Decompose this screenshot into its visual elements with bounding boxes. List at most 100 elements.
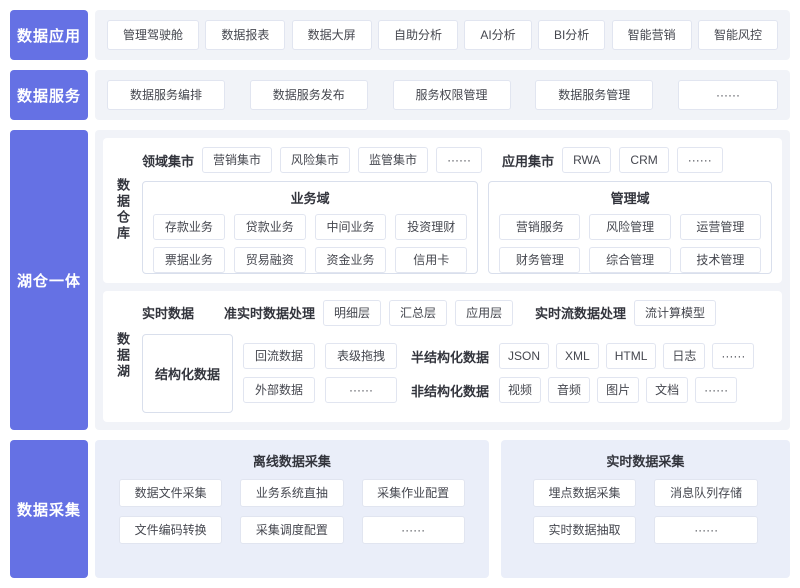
unstructured-item: 视频 xyxy=(499,377,542,404)
data-service-band: 数据服务 数据服务编排 数据服务发布 服务权限管理 数据服务管理 ······ xyxy=(10,70,790,120)
domain-market-label: 领域集市 xyxy=(142,153,195,169)
offline-item: 采集调度配置 xyxy=(240,516,344,544)
lakehouse-band: 湖仓一体 数据仓库 领域集市 营销集市 风险集市 监管集市 ······ 应用集… xyxy=(10,130,790,430)
management-domain-box: 管理域 营销服务 风险管理 运营管理 财务管理 综合管理 技术管理 xyxy=(488,181,772,274)
service-item-ellipsis: ······ xyxy=(678,80,778,110)
offline-collection-title: 离线数据采集 xyxy=(252,454,331,469)
realtime-collection-grid: 埋点数据采集 消息队列存储 实时数据抽取 ······ xyxy=(515,479,776,544)
business-item: 资金业务 xyxy=(314,247,387,273)
app-item: BI分析 xyxy=(537,20,606,50)
realtime-item-ellipsis: ······ xyxy=(654,516,758,544)
domain-market-item: 风险集市 xyxy=(280,147,351,173)
structured-data-grid: 回流数据 表级拖拽 外部数据 ······ xyxy=(243,334,398,413)
service-item: 数据服务编排 xyxy=(107,80,226,110)
semi-item: JSON xyxy=(499,343,550,370)
near-realtime-processing-label: 准实时数据处理 xyxy=(224,306,316,322)
offline-collection-grid: 数据文件采集 业务系统直抽 采集作业配置 文件编码转换 采集调度配置 ·····… xyxy=(109,479,475,544)
realtime-collection-panel: 实时数据采集 埋点数据采集 消息队列存储 实时数据抽取 ······ xyxy=(500,440,790,578)
band-label-data-collection: 数据采集 xyxy=(10,440,88,578)
layer-item: 应用层 xyxy=(455,299,514,326)
domain-market-item: 监管集市 xyxy=(358,147,429,173)
management-item: 技术管理 xyxy=(679,247,761,273)
layer-item: 明细层 xyxy=(323,299,382,326)
unstructured-row: 非结构化数据 视频 音频 图片 文档 ······ xyxy=(411,377,772,404)
app-item: 自助分析 xyxy=(377,20,458,50)
offline-item: 文件编码转换 xyxy=(119,516,223,544)
layer-item: 汇总层 xyxy=(389,299,448,326)
realtime-collection-title: 实时数据采集 xyxy=(606,454,685,469)
app-market-item-ellipsis: ······ xyxy=(676,147,723,173)
business-domain-box: 业务域 存款业务 贷款业务 中间业务 投资理财 票据业务 贸易融资 资金业务 信… xyxy=(142,181,479,274)
lake-vertical-label: 数据湖 xyxy=(113,300,132,413)
data-service-items: 数据服务编排 数据服务发布 服务权限管理 数据服务管理 ······ xyxy=(95,70,790,120)
app-item: 数据大屏 xyxy=(291,20,372,50)
service-item: 服务权限管理 xyxy=(392,80,511,110)
business-item: 贸易融资 xyxy=(233,247,306,273)
management-item: 财务管理 xyxy=(499,247,581,273)
semi-item: 日志 xyxy=(663,343,706,370)
stream-processing-label: 实时流数据处理 xyxy=(534,306,626,322)
management-item: 运营管理 xyxy=(679,214,761,240)
offline-item: 采集作业配置 xyxy=(361,479,465,507)
realtime-item: 消息队列存储 xyxy=(654,479,758,507)
structured-item: 回流数据 xyxy=(243,343,316,370)
management-item: 综合管理 xyxy=(589,247,671,273)
business-item: 贷款业务 xyxy=(233,214,306,240)
lake-label-text: 数据湖 xyxy=(115,332,130,381)
domain-market-item-ellipsis: ······ xyxy=(436,147,483,173)
business-item: 中间业务 xyxy=(314,214,387,240)
data-application-items: 管理驾驶舱 数据报表 数据大屏 自助分析 AI分析 BI分析 智能营销 智能风控 xyxy=(95,10,790,60)
unstructured-item-ellipsis: ······ xyxy=(695,377,738,404)
lake-data-types-row: 结构化数据 回流数据 表级拖拽 外部数据 ······ 半结构化数据 xyxy=(142,333,772,413)
service-item: 数据服务发布 xyxy=(249,80,368,110)
lakehouse-body: 数据仓库 领域集市 营销集市 风险集市 监管集市 ······ 应用集市 RWA… xyxy=(95,130,790,430)
data-collection-body: 离线数据采集 数据文件采集 业务系统直抽 采集作业配置 文件编码转换 采集调度配… xyxy=(95,440,790,578)
app-market-item: RWA xyxy=(562,147,612,173)
unstructured-label: 非结构化数据 xyxy=(411,383,490,399)
semi-structured-row: 半结构化数据 JSON XML HTML 日志 ······ xyxy=(411,343,772,370)
business-item: 票据业务 xyxy=(153,247,225,273)
app-item: 智能风控 xyxy=(697,20,778,50)
structured-item-ellipsis: ······ xyxy=(325,377,398,404)
lake-content: 实时数据 准实时数据处理 明细层 汇总层 应用层 实时流数据处理 流计算模型 结… xyxy=(142,299,772,413)
offline-collection-panel: 离线数据采集 数据文件采集 业务系统直抽 采集作业配置 文件编码转换 采集调度配… xyxy=(95,440,489,578)
market-row: 领域集市 营销集市 风险集市 监管集市 ······ 应用集市 RWA CRM … xyxy=(142,147,772,173)
data-collection-band: 数据采集 离线数据采集 数据文件采集 业务系统直抽 采集作业配置 文件编码转换 … xyxy=(10,440,790,578)
band-label-data-service: 数据服务 xyxy=(10,70,88,120)
service-item: 数据服务管理 xyxy=(535,80,654,110)
business-item: 投资理财 xyxy=(395,214,468,240)
structured-item: 外部数据 xyxy=(243,377,316,404)
business-item: 存款业务 xyxy=(153,214,225,240)
stream-model-item: 流计算模型 xyxy=(633,299,716,326)
semi-item-ellipsis: ······ xyxy=(712,343,755,370)
management-domain-grid: 营销服务 风险管理 运营管理 财务管理 综合管理 技术管理 xyxy=(499,214,761,273)
app-market-item: CRM xyxy=(619,147,669,173)
band-label-lakehouse: 湖仓一体 xyxy=(10,130,88,430)
unstructured-item: 文档 xyxy=(646,377,689,404)
structured-data-label: 结构化数据 xyxy=(142,333,234,413)
domain-market-item: 营销集市 xyxy=(202,147,273,173)
band-label-data-application: 数据应用 xyxy=(10,10,88,60)
realtime-data-label: 实时数据 xyxy=(142,306,195,322)
domains-row: 业务域 存款业务 贷款业务 中间业务 投资理财 票据业务 贸易融资 资金业务 信… xyxy=(142,181,772,274)
offline-item-ellipsis: ······ xyxy=(361,516,465,544)
app-item: 智能营销 xyxy=(611,20,692,50)
unstructured-item: 图片 xyxy=(597,377,640,404)
realtime-item: 埋点数据采集 xyxy=(532,479,637,507)
structured-data-group: 结构化数据 回流数据 表级拖拽 外部数据 ······ xyxy=(142,333,398,413)
data-lake-panel: 数据湖 实时数据 准实时数据处理 明细层 汇总层 应用层 实时流数据处理 流计算… xyxy=(103,290,782,422)
business-item: 信用卡 xyxy=(395,247,468,273)
management-item: 风险管理 xyxy=(589,214,671,240)
lake-realtime-row: 实时数据 准实时数据处理 明细层 汇总层 应用层 实时流数据处理 流计算模型 xyxy=(142,299,772,326)
semi-structured-label: 半结构化数据 xyxy=(411,349,490,365)
app-item: 管理驾驶舱 xyxy=(107,20,200,50)
app-item: 数据报表 xyxy=(205,20,286,50)
warehouse-label-text: 数据仓库 xyxy=(115,178,130,243)
business-domain-grid: 存款业务 贷款业务 中间业务 投资理财 票据业务 贸易融资 资金业务 信用卡 xyxy=(153,214,468,273)
management-item: 营销服务 xyxy=(499,214,581,240)
data-application-band: 数据应用 管理驾驶舱 数据报表 数据大屏 自助分析 AI分析 BI分析 智能营销… xyxy=(10,10,790,60)
unstructured-item: 音频 xyxy=(548,377,591,404)
app-market-label: 应用集市 xyxy=(502,153,555,169)
offline-item: 数据文件采集 xyxy=(119,479,223,507)
